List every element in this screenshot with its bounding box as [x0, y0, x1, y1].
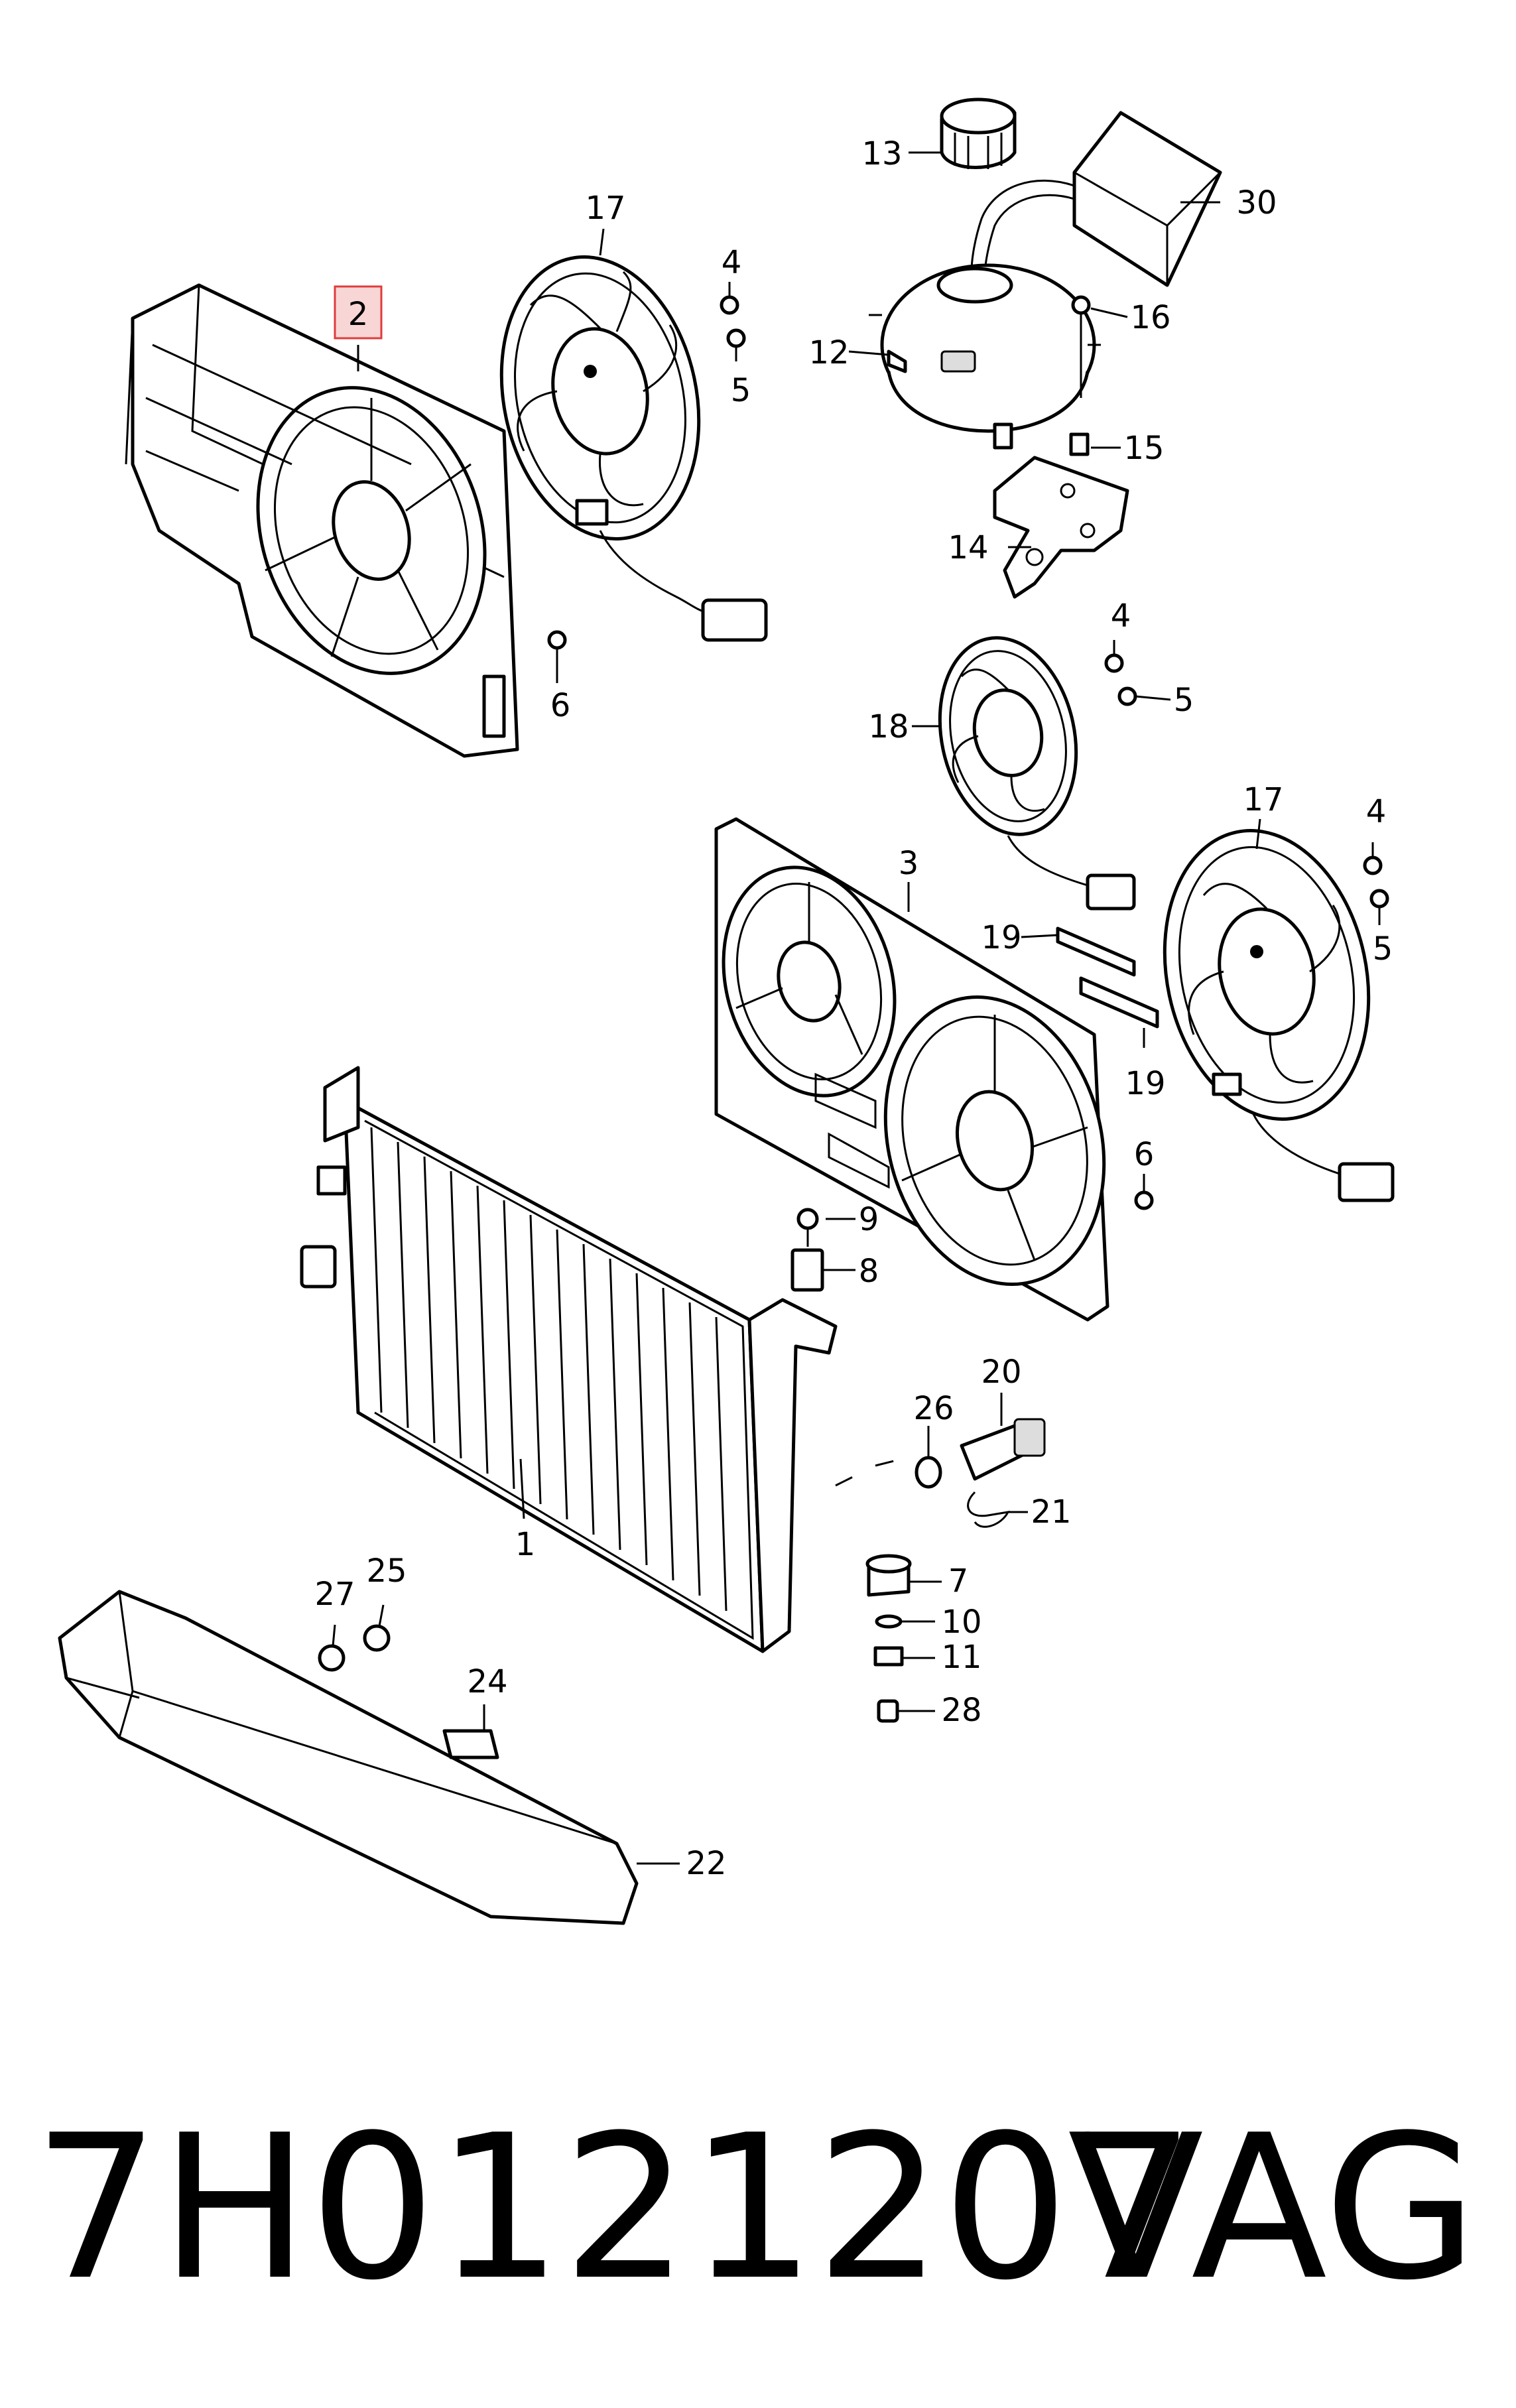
part-1-radiator: [300, 1066, 838, 1653]
callout-5-right: 5: [1373, 930, 1393, 968]
callout-8: 8: [859, 1253, 879, 1290]
part-16-screw: [1071, 295, 1091, 398]
part-19-strip-lower: [1079, 976, 1159, 1029]
callout-16: 16: [1130, 299, 1170, 336]
part-13-reservoir-cap: [940, 97, 1017, 169]
part-30-sensor-box: [970, 111, 1222, 287]
callout-19-upper: 19: [981, 919, 1021, 956]
callout-6-right: 6: [1134, 1136, 1155, 1173]
part-14-bracket: [993, 456, 1129, 599]
callout-30: 30: [1236, 184, 1277, 222]
callout-14: 14: [948, 529, 988, 566]
screw-5-upper: [726, 328, 746, 348]
screw-6-right: [1134, 1190, 1154, 1210]
callout-21: 21: [1031, 1493, 1071, 1531]
callout-2: 2: [348, 296, 369, 333]
screw-4-middle: [1104, 653, 1124, 673]
callout-11: 11: [941, 1639, 981, 1676]
part-24-clip: [442, 1729, 499, 1759]
callout-20: 20: [981, 1354, 1021, 1391]
callout-12: 12: [808, 334, 849, 371]
callout-27: 27: [314, 1576, 355, 1613]
callout-22: 22: [686, 1845, 726, 1882]
part-25-nut: [363, 1624, 391, 1652]
part-18-fan-middle: [938, 636, 1136, 911]
callout-5-middle: 5: [1174, 682, 1194, 719]
callout-19-lower: 19: [1125, 1065, 1165, 1102]
screw-5-middle: [1117, 686, 1137, 706]
callout-4-middle: 4: [1111, 598, 1131, 635]
part-17-fan-right: [1163, 829, 1395, 1202]
screw-5-right: [1369, 889, 1389, 909]
callout-17-right: 17: [1243, 781, 1283, 818]
callout-17-upper: 17: [585, 190, 625, 227]
callout-10: 10: [941, 1604, 981, 1641]
callout-15: 15: [1123, 430, 1164, 467]
screw-6-upper: [547, 630, 567, 650]
part-27-nut: [318, 1644, 346, 1672]
screw-4-right: [1363, 855, 1383, 875]
callout-5-upper: 5: [731, 372, 751, 409]
screw-4-upper: [720, 295, 739, 315]
part-20-temperature-sensor: [960, 1418, 1046, 1481]
callout-labels: 2 17 4 5 6 13 30 12 16 15 14 4 5 18 3 19…: [314, 135, 1393, 1882]
callout-26: 26: [913, 1390, 954, 1427]
part-3-dual-fan-shroud: [714, 817, 1109, 1322]
brand-name: VAG: [1068, 2092, 1478, 2324]
callout-4-upper: 4: [722, 244, 742, 281]
part-22-air-duct: [58, 1590, 639, 1925]
part-2-fan-shroud: [125, 283, 519, 758]
part-8-clip: [790, 1248, 824, 1292]
part-21-retaining-clip: [967, 1491, 1010, 1528]
callout-9: 9: [859, 1201, 879, 1238]
callout-28: 28: [941, 1692, 981, 1729]
part-number: 7H0121207: [33, 2092, 1196, 2324]
callout-4-right: 4: [1366, 793, 1387, 830]
part-12-expansion-tank: [869, 263, 1101, 450]
part-19-strip-upper: [1056, 926, 1136, 977]
part-7-rubber-mount: [865, 1554, 912, 1597]
leader-lines: [332, 151, 1381, 1865]
part-17-fan-upper: [499, 255, 768, 642]
callout-1: 1: [515, 1526, 536, 1563]
part-11-clip: [873, 1646, 904, 1667]
callout-24: 24: [467, 1663, 507, 1700]
part-9-screw: [796, 1208, 819, 1247]
part-26-seal-ring: [915, 1456, 942, 1489]
part-15-screw: [1069, 432, 1090, 456]
part-28-bolt: [877, 1699, 899, 1723]
callout-6-upper: 6: [550, 687, 571, 724]
part-10-washer: [875, 1614, 903, 1629]
footer: 7H0121207VAG: [33, 2082, 1492, 2334]
callout-7: 7: [948, 1562, 969, 1600]
callout-25: 25: [366, 1553, 407, 1590]
callout-3: 3: [899, 845, 919, 882]
callout-13: 13: [861, 135, 902, 172]
callout-18: 18: [868, 708, 909, 745]
callout-2-highlight: [334, 285, 383, 340]
